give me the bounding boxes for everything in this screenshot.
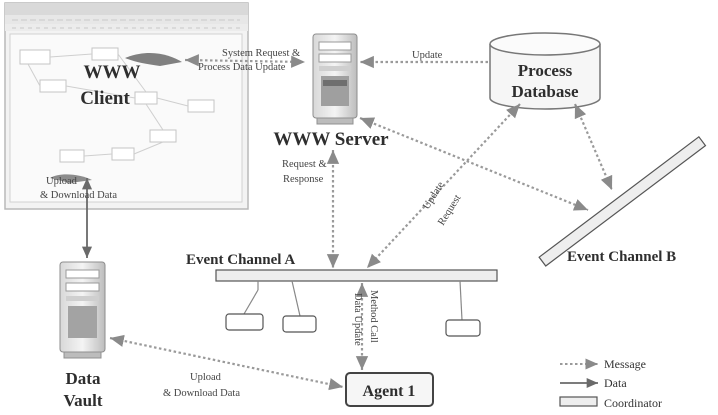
edge-label-client-server-line1: System Request & xyxy=(222,48,300,59)
legend-coordinator-label: Coordinator xyxy=(604,396,662,410)
data-vault-icon xyxy=(59,261,106,359)
component-box xyxy=(282,315,317,333)
www-server-icon xyxy=(312,33,358,125)
process-database-label-line1: Process xyxy=(518,61,573,80)
event-channel-a-label: Event Channel A xyxy=(186,252,295,268)
event-channel-b-bar xyxy=(538,135,707,267)
process-database-icon xyxy=(489,32,601,110)
www-client-label-line1: WWW xyxy=(84,62,141,83)
event-channel-b-label: Event Channel B xyxy=(567,249,676,265)
agent-1-label: Agent 1 xyxy=(363,383,416,400)
data-vault-label-line1: Data xyxy=(66,369,101,388)
legend-message-label: Message xyxy=(604,357,646,371)
event-channel-a-bar xyxy=(215,269,498,282)
edge-label-vault-agent-line1: Upload xyxy=(190,372,222,383)
edge-label-channel-a-agent-line2: Data Update xyxy=(352,293,363,346)
edge-label-server-channel-a-line1: Request & xyxy=(282,159,327,170)
edge-label-vault-agent-line2: & Download Data xyxy=(163,388,240,399)
edge-label-server-channel-a-line2: Response xyxy=(283,174,324,185)
legend: Message Data Coordinator xyxy=(559,357,662,410)
edge-label-client-vault-line1: Upload xyxy=(46,176,78,187)
process-database-label-line2: Database xyxy=(511,82,579,101)
www-server-label: WWW Server xyxy=(273,129,389,150)
edge-label-channel-a-agent-line1: Method Call xyxy=(368,290,379,343)
edge-label-client-vault-line2: & Download Data xyxy=(40,190,117,201)
edge-label-database-server: Update xyxy=(412,50,443,61)
component-box xyxy=(445,319,481,337)
agent-1-box xyxy=(345,372,434,407)
legend-data-label: Data xyxy=(604,376,627,390)
edge-label-client-server-line2: Process Data Update xyxy=(198,62,286,73)
channel-a-connections xyxy=(243,280,463,321)
data-vault-label-line2: Vault xyxy=(63,391,102,410)
message-connectors xyxy=(109,54,614,391)
legend-coordinator-swatch xyxy=(559,396,598,407)
edge-label-database-channel-a-line2: Request xyxy=(436,193,463,228)
component-box xyxy=(225,313,264,331)
edge-label-database-channel-a-line1: Update xyxy=(421,180,447,212)
www-client-label-line2: Client xyxy=(80,88,130,109)
